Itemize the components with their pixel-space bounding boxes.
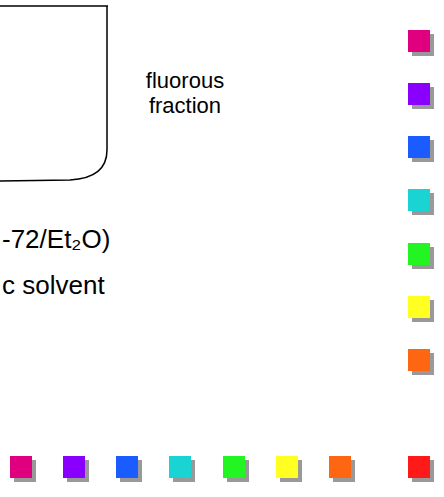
solvent-note: c solvent xyxy=(2,271,105,301)
solvent-note: -72/Et₂O) xyxy=(2,225,110,255)
fraction-label: fluorous fraction xyxy=(135,68,235,119)
square-shadows xyxy=(14,34,434,482)
tube-outline xyxy=(0,6,108,181)
color-squares xyxy=(10,30,434,482)
